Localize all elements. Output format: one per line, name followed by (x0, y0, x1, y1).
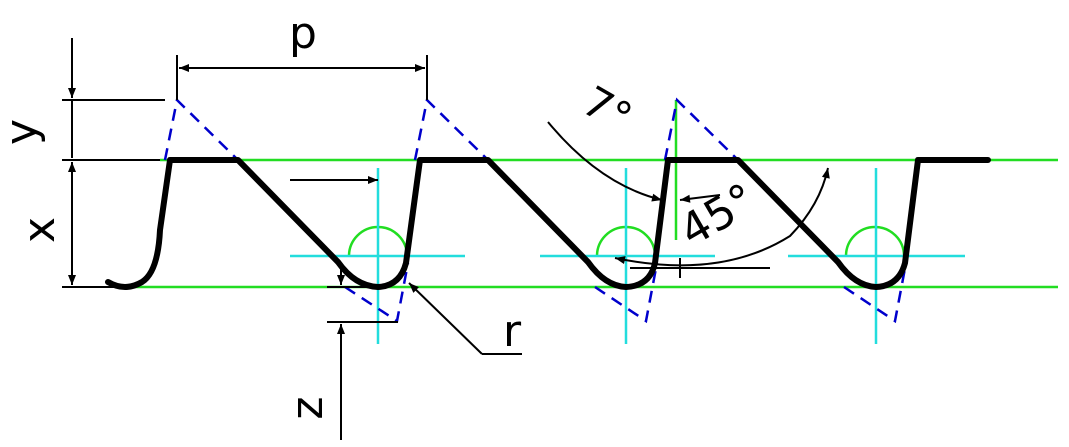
radius-leader-line (408, 282, 483, 355)
top-triangle-3 (663, 97, 739, 161)
bottom-triangle-2 (594, 262, 659, 324)
tooth-height-label: x (14, 217, 65, 243)
top-extension-label: y (0, 119, 47, 145)
pitch-dimension (176, 55, 428, 100)
radius-label: r (503, 306, 522, 357)
height-dimensions (62, 38, 165, 288)
slope-angle-label: 45° (671, 174, 764, 257)
pitch-label: p (289, 8, 317, 59)
top-triangle-2 (413, 97, 489, 161)
bottom-triangle-1 (344, 262, 410, 324)
centerlines (290, 168, 965, 344)
flank-angle-label: 7° (574, 76, 640, 142)
slope-angle-annotation (614, 167, 830, 278)
slope-angle-arc (614, 167, 830, 267)
bottom-triangle-3 (843, 262, 908, 324)
top-triangle-1 (163, 97, 239, 161)
radius-leader (408, 282, 522, 355)
bottom-extension-label: z (282, 396, 333, 419)
z-dimension (327, 265, 398, 440)
thread-profile (105, 157, 991, 290)
